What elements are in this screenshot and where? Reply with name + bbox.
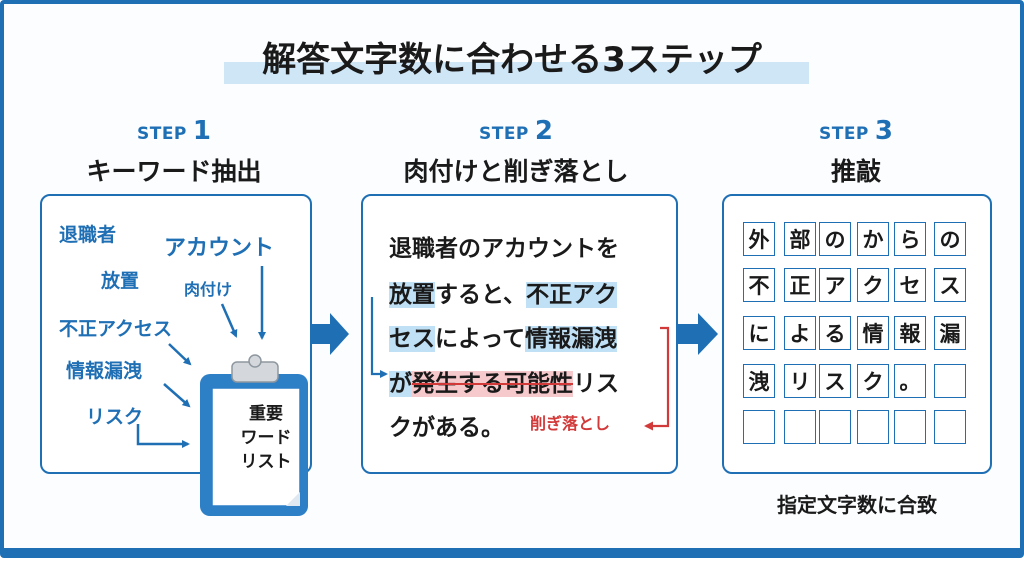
keyword-nikuzuke: 肉付け [184, 280, 233, 299]
keyword-fusei-access: 不正アクセス [59, 318, 173, 340]
keyword-taishokusha: 退職者 [59, 224, 117, 246]
flow-arrows [311, 313, 718, 355]
grid-cell: ア [819, 268, 851, 302]
step1-number: 1 [192, 116, 211, 146]
diagram-graphics [136, 266, 718, 516]
grid-cell: 外 [743, 222, 775, 256]
grid-cell: 漏 [934, 316, 966, 350]
grid-cell: 正 [784, 268, 816, 302]
sentence-highlight: セス [389, 326, 435, 352]
sentence-segment: すると、 [435, 282, 527, 308]
step1-name: キーワード抽出 [86, 157, 262, 186]
keyword-risk: リスク [86, 406, 144, 428]
grid-cell: 情 [857, 316, 889, 350]
sentence-line-1: 退職者のアカウントを [389, 229, 619, 263]
grid-cell: ス [819, 364, 851, 398]
arrow-fusei-access [168, 343, 192, 366]
step2-word: STEP [478, 124, 529, 144]
sentence-highlight: 情報漏洩 [525, 326, 618, 352]
grid-cell: 不 [743, 268, 775, 302]
step2-number: 2 [534, 116, 553, 146]
sentence-line-2: 放置すると、不正アク [389, 275, 617, 309]
grid-cell: 報 [894, 316, 926, 350]
grid-cell: の [934, 222, 966, 256]
clipboard-line-1: 重要 [249, 404, 283, 424]
clipboard-line-2: ワード [240, 428, 292, 448]
grid-cell [743, 410, 775, 444]
grid-cell: に [743, 316, 775, 350]
sentence-segment: によって [435, 326, 526, 352]
clipboard-icon [200, 354, 308, 516]
keyword-jouhou-rouei: 情報漏洩 [66, 360, 143, 382]
step3-number: 3 [874, 116, 893, 146]
page-title: 解答文字数に合わせる3ステップ [262, 40, 762, 80]
grid-cell: ス [934, 268, 966, 302]
sentence-line-5: クがある。 [389, 408, 504, 442]
grid-cell: ク [857, 268, 889, 302]
keyword-arrows [136, 266, 266, 448]
grid-cell: よ [784, 316, 816, 350]
keyword-account: アカウント [164, 236, 275, 261]
sentence-highlight: 放置 [389, 282, 435, 308]
insertion-arrow [370, 297, 388, 378]
sentence-deleted: 発生する可能性 [412, 371, 573, 397]
grid-cell [784, 410, 816, 444]
cut-label: 削ぎ落とし [530, 414, 611, 433]
sentence-segment: リス [573, 371, 619, 397]
sentence-segment: 退職者のアカウントを [389, 236, 619, 262]
step3-name: 推敲 [830, 157, 881, 186]
grid-cell: か [857, 222, 889, 256]
sentence-line-3: セスによって情報漏洩 [389, 319, 618, 353]
flow-arrow-1 [311, 313, 349, 355]
clipboard-text: 重要 ワード リスト [218, 402, 314, 474]
sentence-line-4: が発生する可能性リス [389, 364, 619, 398]
grid-cell: の [819, 222, 851, 256]
arrow-jouhou-rouei [163, 383, 191, 408]
sentence-highlight: 不正アク [526, 282, 617, 308]
grid-cell: 部 [784, 222, 816, 256]
grid-cell: 洩 [743, 364, 775, 398]
grid-cell: ら [894, 222, 926, 256]
grid-cell [857, 410, 889, 444]
step1-word: STEP [136, 124, 187, 144]
grid-cell: る [819, 316, 851, 350]
title-highlight [224, 62, 809, 84]
grid-cell: ク [857, 364, 889, 398]
grid-cell: セ [894, 268, 926, 302]
grid-cell: リ [784, 364, 816, 398]
flow-arrow-2 [677, 313, 718, 355]
grid-cell [934, 410, 966, 444]
step3-word: STEP [818, 124, 869, 144]
grid-cell [819, 410, 851, 444]
grid-cell [934, 364, 966, 398]
clipboard-line-3: リスト [240, 452, 292, 472]
arrow-risk [136, 424, 190, 448]
arrow-nikuzuke [220, 303, 238, 338]
keyword-houchi: 放置 [101, 270, 140, 292]
grid-cell [894, 410, 926, 444]
sentence-segment: クがある。 [389, 415, 504, 441]
step2-name: 肉付けと削ぎ落とし [403, 157, 629, 186]
cut-arrow [644, 326, 670, 431]
sentence-highlight: が [389, 371, 412, 397]
grid-cell: 。 [894, 364, 926, 398]
step3-caption: 指定文字数に合致 [777, 493, 937, 517]
